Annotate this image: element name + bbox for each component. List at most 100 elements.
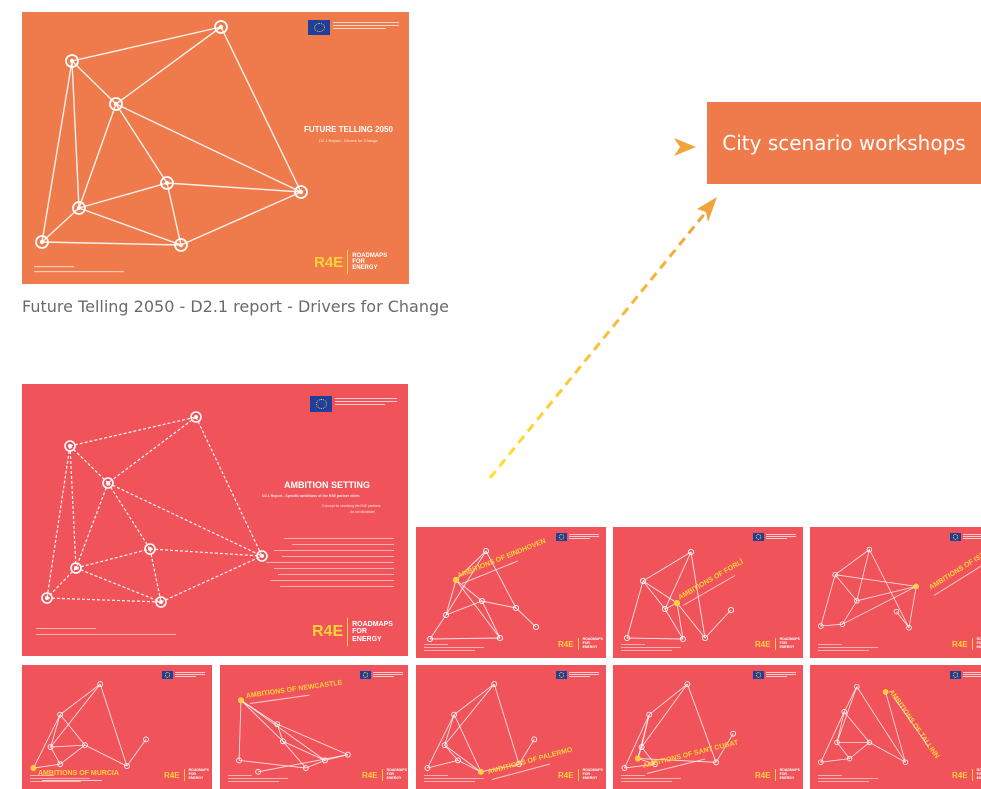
network-edge bbox=[641, 746, 656, 765]
logo-word: FOR bbox=[976, 772, 981, 777]
network-node bbox=[516, 761, 522, 768]
logo-word: ENERGY bbox=[976, 775, 981, 780]
slide-footer-note bbox=[30, 775, 90, 782]
city-ambition-slide[interactable]: AMBITIONS OF TALLINNR4EROADMAPSFORENERGY bbox=[810, 665, 981, 789]
network-edge bbox=[835, 574, 917, 587]
city-scenario-workshops-box[interactable]: City scenario workshops bbox=[707, 102, 981, 184]
network-edge bbox=[50, 746, 61, 765]
network-node bbox=[143, 736, 149, 743]
network-node bbox=[57, 761, 64, 768]
network-node bbox=[455, 757, 461, 764]
network-edge bbox=[834, 549, 870, 576]
network-edge bbox=[642, 551, 692, 582]
network-node bbox=[236, 757, 242, 764]
network-edge bbox=[869, 742, 906, 763]
logo-word: ROADMAPS bbox=[188, 768, 209, 773]
logo-word: FOR bbox=[779, 641, 787, 646]
network-edge bbox=[455, 579, 501, 639]
logo-word: ENERGY bbox=[352, 635, 382, 643]
network-edge bbox=[642, 580, 666, 610]
network-edge bbox=[485, 550, 517, 609]
network-edge bbox=[637, 714, 650, 759]
network-edge bbox=[444, 683, 495, 746]
network-edge bbox=[820, 623, 843, 627]
network-edge bbox=[457, 760, 482, 773]
network-edge bbox=[444, 744, 459, 761]
network-edge bbox=[427, 714, 455, 769]
city-ambition-subtitle-line bbox=[42, 780, 102, 781]
eu-funding-note bbox=[963, 534, 981, 539]
cover-title: AMBITION SETTING bbox=[284, 480, 370, 490]
future-telling-caption: Future Telling 2050 - D2.1 report - Driv… bbox=[22, 297, 449, 316]
network-node bbox=[638, 744, 645, 750]
network-edge bbox=[849, 742, 870, 759]
network-node bbox=[661, 605, 669, 613]
network-node bbox=[652, 761, 658, 768]
eu-funding-note bbox=[963, 672, 981, 677]
city-ambition-slide[interactable]: AMBITIONS OF ISTANBULR4EROADMAPSFORENERG… bbox=[810, 527, 981, 658]
network-node bbox=[902, 759, 909, 765]
eu-funding-note bbox=[335, 398, 397, 405]
eu-flag-icon bbox=[308, 20, 330, 35]
network-edge bbox=[518, 739, 535, 765]
slide-footer-note bbox=[621, 775, 681, 782]
eu-funding-note bbox=[569, 672, 599, 677]
arrow-head-right bbox=[674, 138, 696, 156]
network-edge bbox=[481, 600, 501, 639]
network-graphic bbox=[34, 20, 308, 273]
network-edge bbox=[481, 600, 517, 609]
network-edge bbox=[820, 758, 850, 763]
logo-mark: R4E bbox=[755, 639, 771, 649]
r4e-logo: R4E ROADMAPS FOR ENERGY bbox=[312, 618, 393, 646]
network-node bbox=[841, 709, 847, 715]
slide-footer-note bbox=[424, 775, 484, 782]
network-edge bbox=[59, 714, 86, 746]
network-graphic bbox=[424, 681, 538, 775]
ambition-setting-cover[interactable]: AMBITION SETTING D2.1 Report - Specific … bbox=[22, 384, 408, 656]
logo-word: ENERGY bbox=[779, 775, 795, 780]
network-node bbox=[713, 759, 719, 766]
network-node bbox=[124, 763, 130, 770]
logo-word: FOR bbox=[582, 641, 590, 646]
highlighted-city-node bbox=[634, 755, 641, 762]
network-node bbox=[818, 759, 824, 765]
network-edge bbox=[126, 739, 147, 767]
network-edge bbox=[704, 609, 732, 639]
network-edge bbox=[480, 763, 520, 773]
eu-funding-note bbox=[766, 672, 796, 677]
network-edge bbox=[856, 586, 917, 602]
network-edge bbox=[820, 711, 845, 763]
network-graphic bbox=[36, 411, 394, 635]
network-edge bbox=[59, 683, 101, 715]
network-edge bbox=[33, 763, 61, 769]
network-edge bbox=[282, 741, 307, 769]
network-edge bbox=[642, 580, 678, 604]
network-node bbox=[639, 577, 647, 585]
logo-word: ROADMAPS bbox=[582, 768, 603, 773]
logo-mark: R4E bbox=[314, 253, 344, 271]
network-graphic bbox=[818, 683, 909, 765]
network-edge bbox=[856, 686, 906, 763]
logo-word: ENERGY bbox=[386, 775, 402, 780]
slide-footer-note bbox=[228, 775, 288, 782]
eu-flag-icon bbox=[753, 533, 764, 541]
network-node bbox=[531, 736, 538, 743]
network-node bbox=[344, 751, 351, 758]
network-edge bbox=[885, 691, 906, 763]
eu-funding-note bbox=[333, 22, 399, 29]
future-telling-cover[interactable]: FUTURE TELLING 2050 D2.1 Report - Driver… bbox=[22, 12, 409, 284]
logo-word: ENERGY bbox=[352, 265, 378, 272]
network-edge bbox=[429, 637, 501, 640]
network-node bbox=[532, 623, 540, 631]
network-edge bbox=[637, 758, 656, 765]
network-edge bbox=[50, 714, 61, 748]
